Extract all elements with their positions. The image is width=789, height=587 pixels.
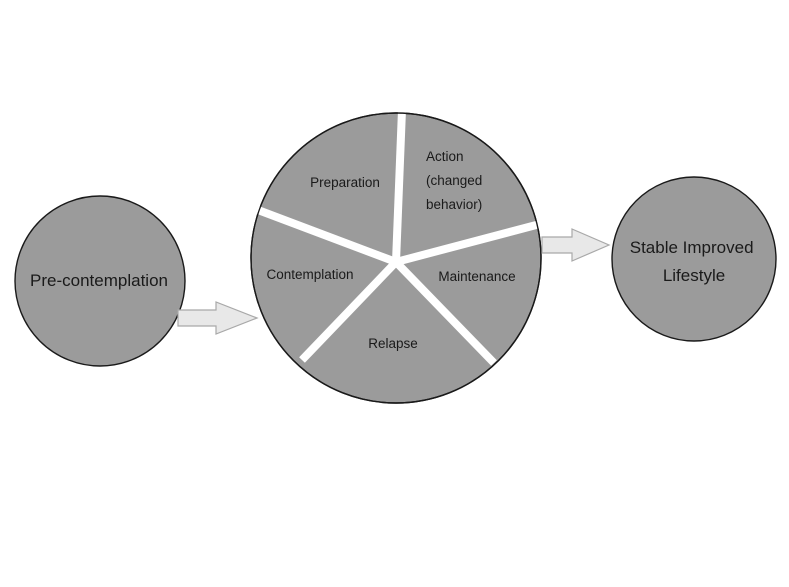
action-label: Action (changed behavior)	[426, 149, 486, 212]
stable-lifestyle-label-line-2: Lifestyle	[663, 266, 725, 285]
divider-upper-right	[394, 220, 542, 266]
stable-lifestyle-node: Stable Improved Lifestyle	[611, 176, 777, 342]
relapse-label: Relapse	[368, 336, 418, 351]
action-label-line-3: behavior)	[426, 197, 482, 212]
divider-lower-left	[299, 259, 399, 363]
arrow-to-stable	[541, 228, 611, 262]
preparation-label: Preparation	[310, 175, 380, 190]
divider-upper-left	[256, 206, 398, 266]
stable-lifestyle-label-line-1: Stable Improved	[630, 238, 754, 257]
divider-lower-right	[393, 259, 497, 366]
divider-top	[392, 109, 406, 263]
action-label-line-1: Action	[426, 149, 464, 164]
stable-lifestyle-circle	[611, 176, 777, 342]
maintenance-label: Maintenance	[438, 269, 515, 284]
action-label-line-2: (changed	[426, 173, 482, 188]
arrow-to-cycle	[177, 301, 259, 335]
contemplation-label: Contemplation	[266, 267, 353, 282]
cycle-outline	[250, 112, 542, 404]
precontemplation-circle	[14, 195, 186, 367]
stable-lifestyle-label: Stable Improved Lifestyle	[630, 238, 759, 285]
cycle-node: Preparation Action (changed behavior) Co…	[250, 109, 542, 404]
precontemplation-label: Pre-contemplation	[30, 271, 168, 290]
precontemplation-node: Pre-contemplation	[14, 195, 186, 367]
